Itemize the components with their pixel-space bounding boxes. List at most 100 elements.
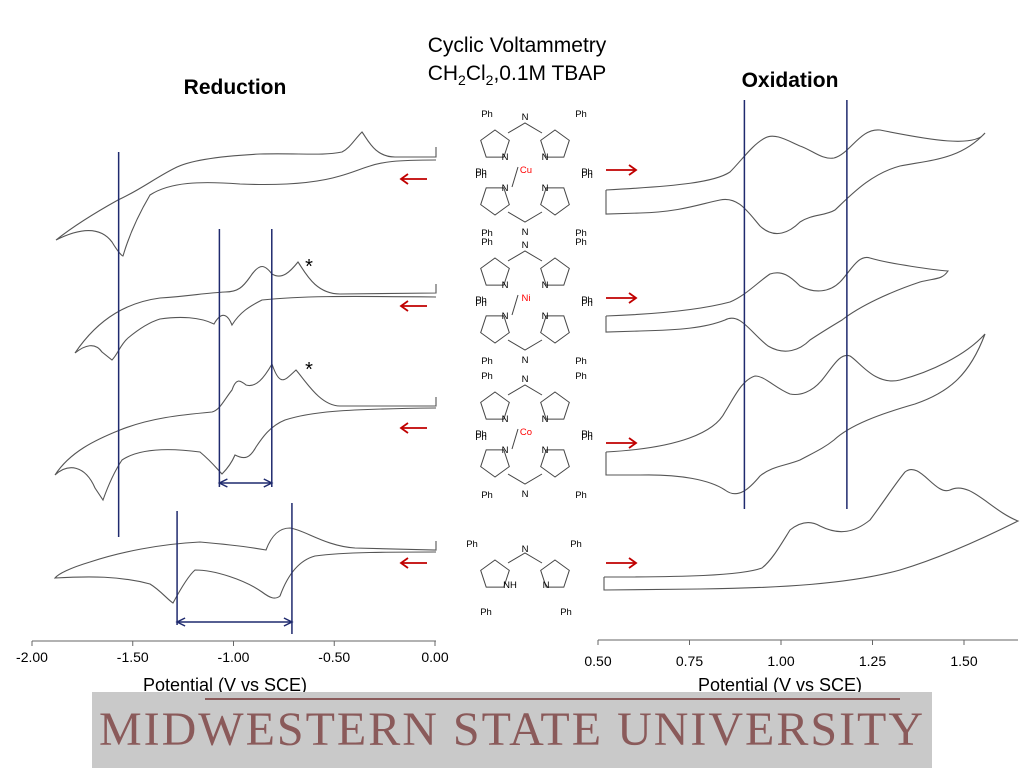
oxidation-trace-1 — [605, 129, 986, 235]
metal-bond — [511, 166, 519, 188]
structure-label: N — [542, 414, 549, 425]
structure-label: N — [502, 445, 509, 456]
structure-label: N — [522, 227, 529, 238]
structure-label: Ph — [466, 539, 478, 550]
arrowhead — [628, 164, 638, 176]
structure-label: N — [522, 355, 529, 366]
arrowhead — [175, 617, 186, 627]
structure-label: N — [542, 445, 549, 456]
structure-label: N — [522, 489, 529, 500]
aza-bridge — [507, 339, 543, 351]
structure-label: N — [502, 280, 509, 291]
structure-label: Ph — [481, 371, 493, 382]
structure-label: N — [542, 311, 549, 322]
structure-label: N — [502, 152, 509, 163]
pyrrole-ring — [480, 391, 510, 420]
structure-label: N — [522, 374, 529, 385]
arrowhead — [399, 557, 409, 569]
aza-bridge — [507, 384, 543, 396]
structure-label: N — [543, 580, 550, 591]
reduction-trace-1 — [55, 131, 437, 257]
pyrrole-ring — [480, 559, 510, 588]
structure-label: Ni — [522, 293, 531, 304]
structure-label: Ph — [481, 356, 493, 367]
oxidation-title: Oxidation — [741, 69, 839, 92]
arrowhead — [217, 478, 228, 488]
solvent-subtitle: CH2Cl2,0.1M TBAP — [427, 62, 607, 89]
structure-label: Ph — [475, 295, 487, 306]
structure-label: Ph — [575, 356, 587, 367]
oxidation-trace-4 — [603, 469, 1020, 591]
structure-label: Ph — [480, 607, 492, 618]
arrowhead — [399, 300, 409, 312]
structure-label: Ph — [581, 429, 593, 440]
structure-label: Ph — [481, 237, 493, 248]
arrowhead — [628, 557, 638, 569]
structure-label: Ph — [475, 298, 487, 309]
pyrrole-ring — [480, 129, 510, 158]
oxidation-peak-markers — [743, 100, 848, 509]
oxidation-x-axis-label: Potential (V vs SCE) — [697, 675, 863, 695]
structure-label: Ph — [575, 490, 587, 501]
structure-label: Ph — [475, 429, 487, 440]
university-banner: MIDWESTERN STATE UNIVERSITY — [92, 692, 932, 768]
structure-label: Co — [520, 427, 532, 438]
arrowhead — [399, 422, 409, 434]
oxidation-tick-label: 1.50 — [950, 653, 977, 669]
arrowhead — [628, 437, 638, 449]
reduction-tick-label: -1.50 — [117, 649, 149, 665]
structure-label: Ph — [560, 607, 572, 618]
trace-annotation: * — [305, 359, 313, 381]
structure-label: Ph — [581, 298, 593, 309]
structure-label: Ph — [575, 109, 587, 120]
reduction-peak-markers: ** — [117, 152, 313, 634]
pyrrole-ring — [480, 315, 510, 344]
structure-label: Ph — [481, 109, 493, 120]
reduction-tick-label: -0.50 — [318, 649, 350, 665]
scan-direction-arrows — [399, 164, 638, 569]
structure-label: Ph — [581, 170, 593, 181]
reduction-tick-label: -1.00 — [218, 649, 250, 665]
aza-bridge — [507, 122, 543, 134]
oxidation-trace-2 — [605, 256, 949, 352]
structure-label: Ph — [475, 167, 487, 178]
structure-label: N — [502, 183, 509, 194]
aza-bridge — [507, 250, 543, 262]
structure-label: Ph — [575, 371, 587, 382]
structure-label: N — [542, 280, 549, 291]
aza-bridge — [507, 211, 543, 223]
pyrrole-ring — [540, 129, 570, 158]
aza-bridge — [507, 552, 543, 564]
slide-title: Cyclic Voltammetry — [427, 34, 607, 57]
pyrrole-ring — [540, 315, 570, 344]
reduction-trace-2 — [74, 261, 437, 361]
structure-label: Ph — [475, 170, 487, 181]
structure-label: N — [542, 152, 549, 163]
structure-label: N — [522, 240, 529, 251]
structure-label: Ph — [575, 237, 587, 248]
structure-label: N — [502, 311, 509, 322]
structure-label: Ph — [581, 295, 593, 306]
structure-label: Ph — [570, 539, 582, 550]
oxidation-trace-3 — [605, 333, 986, 495]
structure-label: Ph — [475, 432, 487, 443]
pyrrole-ring — [540, 391, 570, 420]
university-name: MIDWESTERN STATE UNIVERSITY — [98, 703, 926, 756]
structure-label: N — [542, 183, 549, 194]
oxidation-tick-label: 0.50 — [584, 653, 611, 669]
pyrrole-ring — [480, 187, 510, 216]
pyrrole-ring — [480, 257, 510, 286]
structure-label: N — [502, 414, 509, 425]
pyrrole-ring — [540, 257, 570, 286]
arrowhead — [399, 173, 409, 185]
pyrrole-ring — [540, 559, 570, 588]
reduction-x-axis-label: Potential (V vs SCE) — [142, 675, 308, 695]
pyrrole-ring — [480, 449, 510, 478]
structure-label: N — [522, 112, 529, 123]
aza-bridge — [507, 473, 543, 485]
structure-label: Ph — [575, 228, 587, 239]
oxidation-tick-label: 1.25 — [859, 653, 886, 669]
oxidation-tick-label: 0.75 — [676, 653, 703, 669]
